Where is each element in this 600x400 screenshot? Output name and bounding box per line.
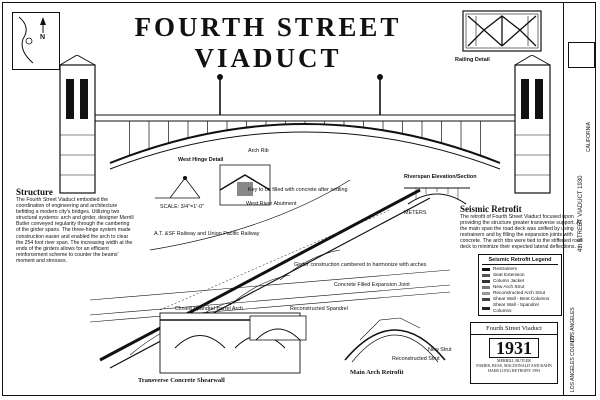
titleblock-name: 4th STREET VIADUCT 1930 [578,175,584,252]
plaque-credit-line: MERRILL BUTLER [497,358,531,363]
structure-text: The Fourth Street Viaduct embodied the c… [16,197,134,264]
legend-swatch [482,297,490,301]
legend-item-label: Column Jacket [493,278,525,283]
riverspan-label: Riverspan Elevation/Section [404,174,477,180]
plaque-year: 1931 [489,338,539,358]
legend-item-label: Seat Extension [493,272,525,277]
legend-item: Shear Wall - Bent Columns [482,296,558,302]
legend-swatch [482,273,490,277]
east-tower [514,55,551,194]
plaque-credit-line: HAER LONG RETROFIT 1993 [487,367,541,373]
compass-icon [18,16,46,64]
structure-heading: Structure [16,187,53,197]
legend-item: Column Jacket [482,278,558,284]
legend-swatch [482,306,490,310]
girder-label: Girder construction cambered to harmoniz… [294,262,427,268]
closed-spandrel-arch-graphic [249,315,307,341]
west-hinge-label: West Hinge Detail [178,157,224,163]
titleblock-emblem [568,42,595,68]
legend-item: Reconstructed Arch Strut [482,290,558,296]
legend-title: Seismic Retrofit Legend [482,257,558,265]
railway-label: A.T. &SF Railway and Union Pacific Railw… [154,231,260,237]
railing-detail-label: Railing Detail [455,57,490,63]
plaque-title: Fourth Street Viaduct [471,323,557,335]
seismic-heading: Seismic Retrofit [460,204,522,214]
plaque-credit-line: FISHER, BUSS, MACDONALD AND RAHN [476,362,552,368]
shearwall-label: Transverse Concrete Shearwall [138,377,225,384]
page-title: FOURTH STREET VIADUCT [134,12,402,73]
location-compass: N [12,12,60,70]
title-plaque: Fourth Street Viaduct 1931 MERRILL BUTLE… [470,322,558,384]
west-hinge-section [219,164,271,206]
key-label: Key to be filled with concrete after set… [248,187,348,193]
closed-spandrel-label: Closed Spandrel Barrel Arch [175,306,244,312]
meters-label: METERS [404,210,427,216]
new-strut-label: New Strut [428,347,452,353]
hinge-angle-diagram [155,176,201,199]
legend-item: New Arch Strut [482,284,558,290]
bridge-elevation [59,55,551,194]
legend-item-label: Reconstructed Arch Strut [493,290,546,295]
titleblock-county: LOS ANGELES COUNTY [570,334,576,392]
west-abutment-label: West River Abutment [246,201,297,207]
main-arch-retrofit-graphic [344,317,446,363]
reconstructed-spandrel-label: Reconstructed Spandrel [290,306,348,312]
legend-item-label: Restrainers [493,266,517,271]
sheet-border [2,2,596,396]
expansion-joint-label: Concrete Filled Expansion Joint [334,282,410,288]
legend-swatch [482,291,490,295]
north-label: N [40,34,46,41]
riverspan-elevation-graphic [404,187,470,205]
legend-item-label: Shear Wall - Spandrel Columns [492,302,539,313]
titleblock-state: CALIFORNIA [586,121,592,152]
legend-item-label: Shear Wall - Bent Columns [493,296,550,301]
railing-detail-graphic [462,10,542,52]
legend-swatch [482,279,490,283]
title-block: 4th STREET VIADUCT 1930 LOS ANGELES CALI… [563,2,597,396]
legend-swatch [482,285,490,289]
scale-label: SCALE: 3/4"=1'-0" [160,204,204,210]
legend-item-label: New Arch Strut [493,284,525,289]
legend-item: Shear Wall - Spandrel Columns [482,302,558,314]
legend-item: Restrainers [482,266,558,272]
seismic-text: The retrofit of Fourth Street Viaduct fo… [460,214,583,251]
reconstructed-strut-label: Reconstructed Strut [392,356,440,362]
main-arch-retrofit-label: Main Arch Retrofit [350,369,404,376]
legend-swatch [482,267,490,271]
legend-item: Seat Extension [482,272,558,278]
arch-rib-label: Arch Rib [248,148,269,154]
west-tower [59,55,96,194]
